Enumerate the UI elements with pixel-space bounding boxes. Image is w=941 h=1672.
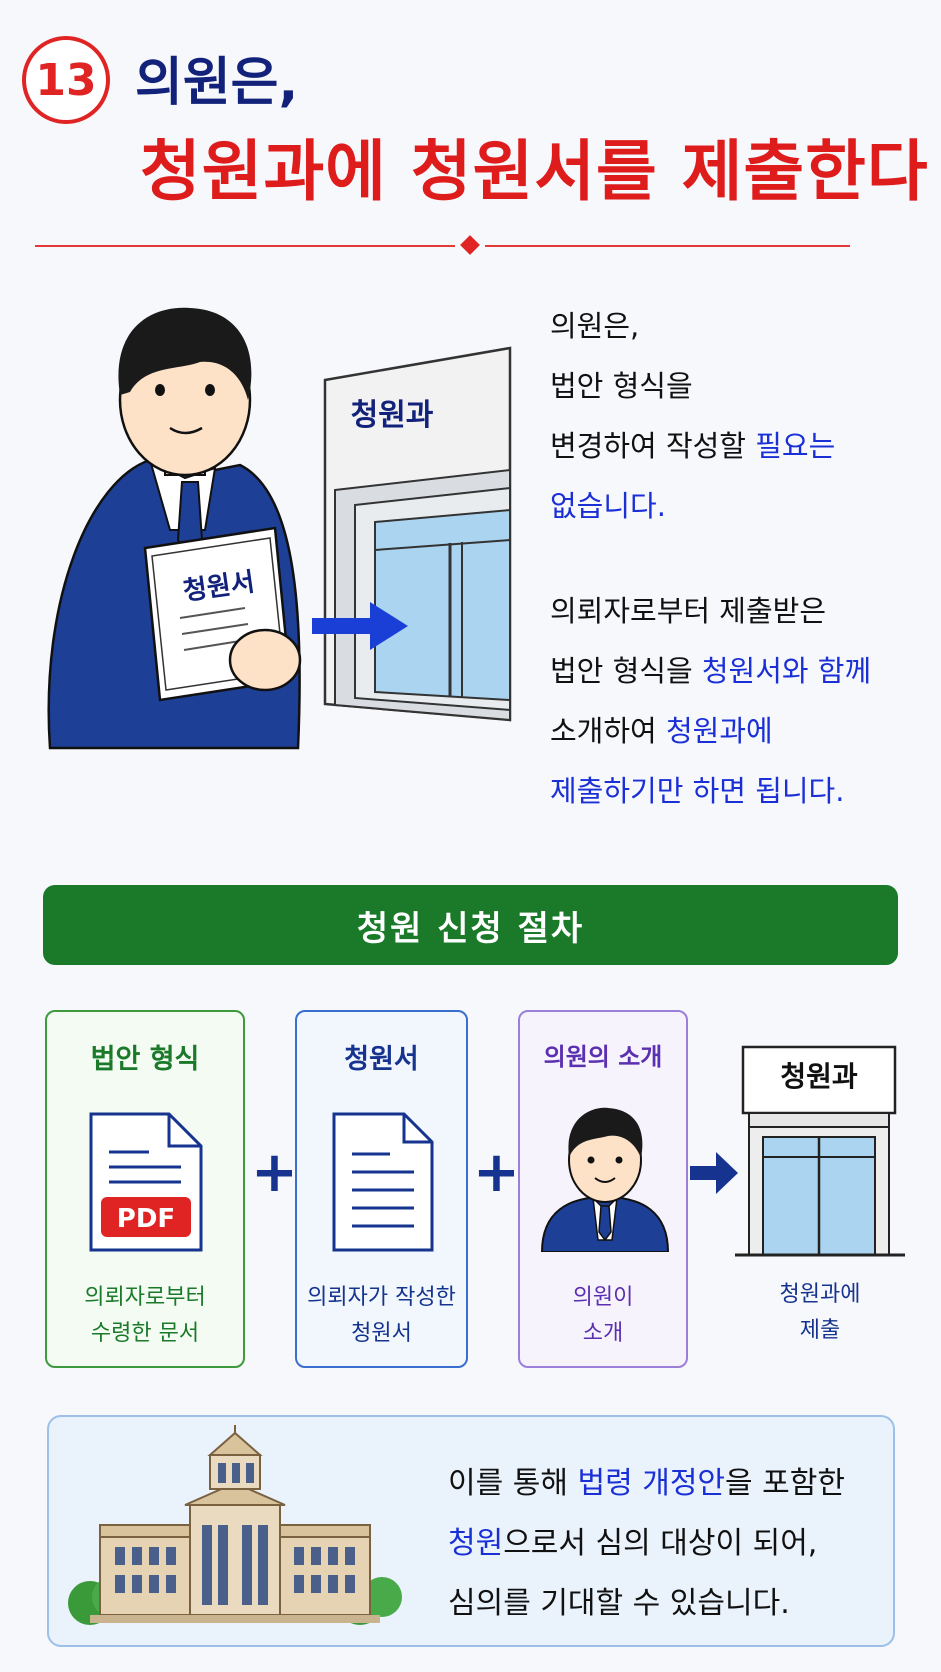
summary-text: 으로서 심의 대상이 되어, <box>503 1526 818 1561</box>
explain-p2-line3: 소개하여 청원과에 <box>550 715 773 747</box>
divider-left <box>35 245 455 247</box>
explain-p1-line3: 변경하여 작성할 필요는 <box>550 430 835 462</box>
step-desc-line1: 의뢰자가 작성한 <box>307 1285 456 1310</box>
explain-text: 변경하여 작성할 <box>550 429 756 463</box>
member-avatar-icon <box>540 1107 670 1252</box>
office-sign-small: 청원과 <box>780 1060 858 1093</box>
national-assembly-building-icon <box>68 1425 402 1625</box>
explain-highlight: 청원과에 <box>665 714 773 748</box>
pdf-badge: PDF <box>116 1204 176 1234</box>
explain-p2-line2: 법안 형식을 청원서와 함께 <box>550 655 871 687</box>
summary-highlight: 청원 <box>448 1526 504 1561</box>
arrow-right-icon <box>312 602 408 650</box>
step-desc-line1: 청원과에 <box>779 1282 861 1307</box>
plus-icon: + <box>473 1140 520 1205</box>
explain-p2-line4: 제출하기만 하면 됩니다. <box>550 774 845 808</box>
office-building-icon <box>735 1045 905 1257</box>
section-number: 13 <box>35 54 97 106</box>
step-title: 의원의 소개 <box>543 1043 663 1071</box>
step-desc-line2: 제출 <box>799 1318 841 1343</box>
explain-text: 소개하여 <box>550 714 666 748</box>
section-number-badge: 13 <box>22 36 110 124</box>
explain-p1-line4: 없습니다. <box>550 489 666 523</box>
procedure-banner: 청원 신청 절차 <box>43 885 898 965</box>
summary-text: 을 포함한 <box>725 1466 845 1501</box>
pdf-document-icon <box>89 1112 203 1252</box>
office-sign-text: 청원과 <box>351 398 434 433</box>
divider-right <box>485 245 850 247</box>
step-title: 청원서 <box>344 1044 419 1075</box>
explain-p1-line2: 법안 형식을 <box>550 369 693 403</box>
explain-highlight: 필요는 <box>755 429 836 463</box>
step-desc-line2: 청원서 <box>351 1321 412 1346</box>
divider-diamond <box>460 235 480 255</box>
step-desc-line1: 의원이 <box>572 1285 634 1310</box>
summary-line-1: 이를 통해 법령 개정안을 포함한 <box>448 1458 845 1502</box>
summary-text: 이를 통해 <box>448 1466 578 1501</box>
plus-icon: + <box>251 1140 298 1205</box>
step-title: 법안 형식 <box>90 1044 200 1075</box>
summary-line-2: 청원으로서 심의 대상이 되어, <box>448 1518 817 1562</box>
title-line-2: 청원과에 청원서를 제출한다 <box>140 133 929 210</box>
summary-line-3: 심의를 기대할 수 있습니다. <box>448 1586 790 1621</box>
explain-text: 법안 형식을 <box>550 654 702 688</box>
explain-highlight: 청원서와 함께 <box>701 654 872 688</box>
explain-p2-line1: 의뢰자로부터 제출받은 <box>550 594 827 628</box>
explain-p1-line1: 의원은, <box>550 309 640 343</box>
arrow-right-icon <box>690 1152 738 1194</box>
man-figure <box>47 307 302 750</box>
step-desc-line1: 의뢰자로부터 <box>84 1285 206 1310</box>
step-desc-line2: 수령한 문서 <box>90 1321 200 1346</box>
step-desc-line2: 소개 <box>582 1321 624 1346</box>
summary-highlight: 법령 개정안 <box>577 1466 726 1501</box>
document-icon <box>332 1112 434 1252</box>
title-line-1: 의원은, <box>135 53 299 113</box>
illustration-man-submitting: 청원과 청원서 <box>47 307 512 750</box>
